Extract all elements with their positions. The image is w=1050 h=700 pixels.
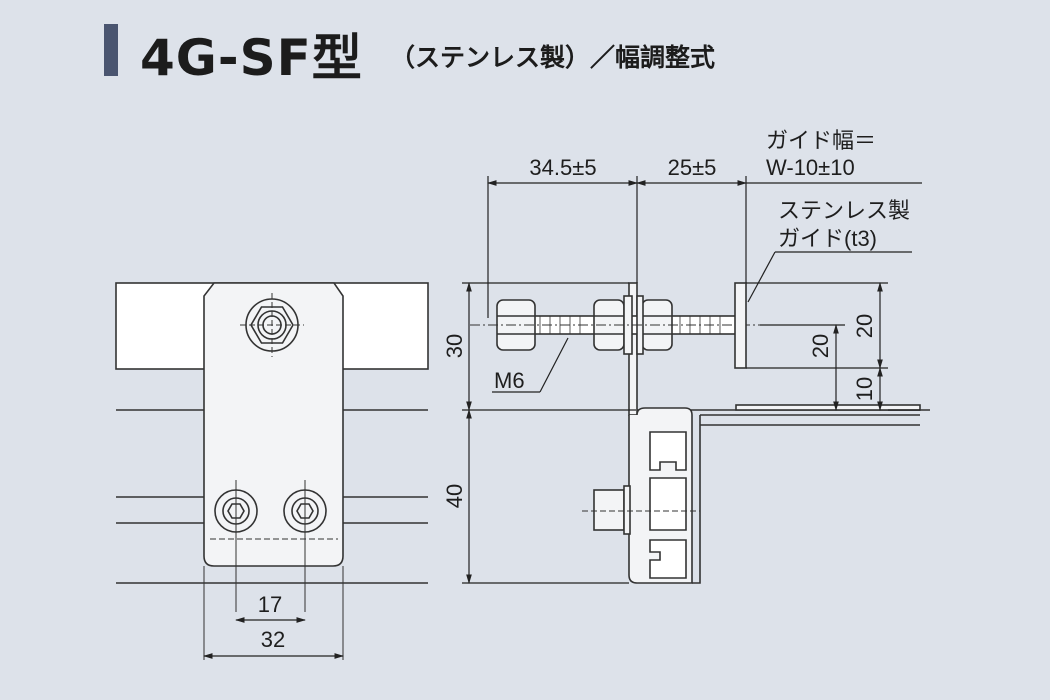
bolt-size-label: M6 — [494, 368, 525, 393]
side-view — [470, 282, 930, 584]
profile-slot — [649, 431, 687, 471]
guide-material-label-1: ステンレス製 — [778, 198, 910, 223]
guide-plate — [734, 282, 747, 369]
leader-bolt — [539, 337, 569, 393]
front-view — [115, 282, 429, 660]
dim-bracket-width: 32 — [261, 627, 285, 652]
guide-width-label-2: W-10±10 — [766, 155, 855, 180]
page-title: 4G-SF型 — [140, 29, 363, 87]
title-accent-bar — [104, 24, 118, 76]
frame-profile — [692, 414, 920, 584]
guide-bolt-front — [240, 293, 304, 357]
guide-width-label-1: ガイド幅＝ — [766, 128, 876, 153]
dim-20-outer: 20 — [852, 314, 877, 338]
belt-strip — [735, 404, 921, 411]
dim-30: 30 — [442, 334, 467, 358]
dim-hole-pitch: 17 — [258, 592, 282, 617]
guide-material-label-2: ガイド(t3) — [778, 226, 877, 251]
side-screw-head — [593, 489, 625, 531]
side-dimensions — [462, 176, 922, 584]
profile-slot — [649, 539, 687, 579]
dim-10: 10 — [852, 377, 877, 401]
leader-guide — [747, 251, 776, 303]
dim-34-5: 34.5±5 — [529, 155, 596, 180]
dim-40: 40 — [442, 484, 467, 508]
front-dimensions — [203, 617, 344, 659]
profile-slot — [649, 477, 687, 531]
bracket-plate — [203, 282, 344, 567]
dim-20-inner: 20 — [808, 334, 833, 358]
page-subtitle: （ステンレス製）／幅調整式 — [390, 43, 716, 72]
dim-25: 25±5 — [668, 155, 717, 180]
